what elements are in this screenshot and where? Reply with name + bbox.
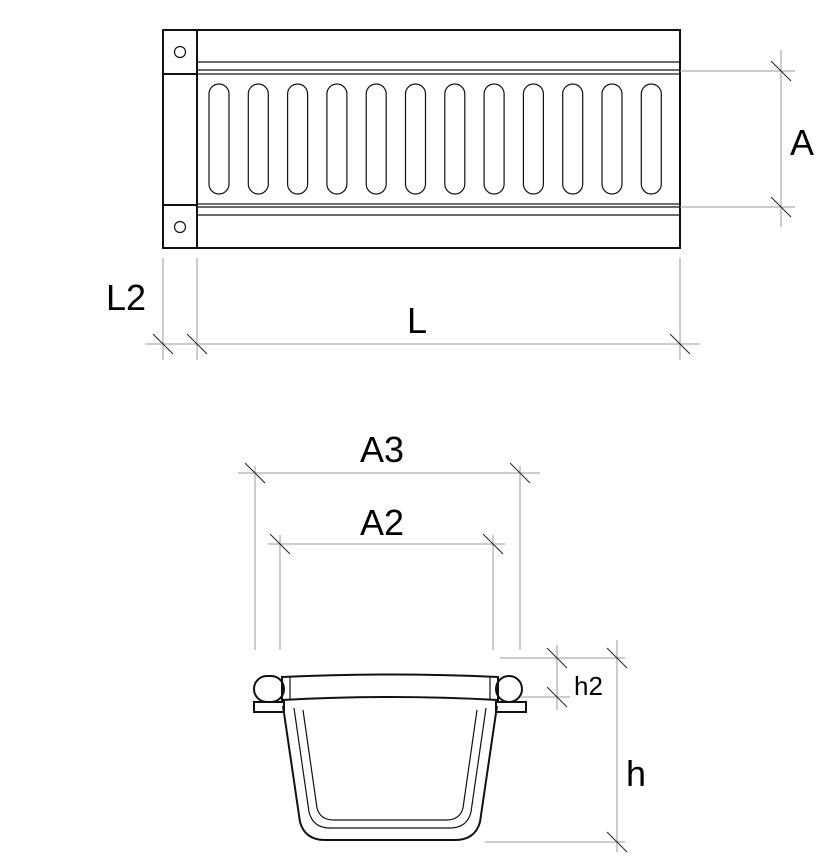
grate-slot xyxy=(208,83,230,195)
grate-slot xyxy=(601,83,623,195)
section-grate xyxy=(281,673,499,702)
grate-slot xyxy=(562,83,584,195)
channel-inner-wall xyxy=(293,707,487,829)
dim-label-L2: L2 xyxy=(106,277,146,318)
grate-slot xyxy=(522,83,545,195)
section-view: A3 A2 h2 h xyxy=(238,429,646,853)
dim-label-A2: A2 xyxy=(360,502,404,543)
flange-left xyxy=(253,701,285,713)
grate-slot xyxy=(640,83,662,195)
top-view: A L2 L xyxy=(106,29,814,360)
dim-label-A3: A3 xyxy=(360,429,404,470)
channel-outer-wall xyxy=(282,705,498,841)
dim-label-L: L xyxy=(407,300,427,341)
grate-slot xyxy=(365,83,387,195)
grate-slot xyxy=(483,83,505,195)
rim-left xyxy=(253,675,285,703)
grate-slot xyxy=(444,83,466,195)
dim-label-A: A xyxy=(790,122,814,163)
flange-right xyxy=(495,701,527,713)
dim-label-h2: h2 xyxy=(574,671,603,701)
grate-slot xyxy=(247,83,269,195)
grate-slot xyxy=(287,83,309,195)
dim-label-h: h xyxy=(626,753,646,794)
slot-panel xyxy=(196,73,681,205)
mount-hole-bottom xyxy=(173,220,187,234)
grate-slot xyxy=(404,83,427,195)
rim-right xyxy=(495,675,523,703)
grate-slot xyxy=(326,83,348,195)
slots xyxy=(208,83,662,195)
mount-hole-top xyxy=(173,45,187,59)
